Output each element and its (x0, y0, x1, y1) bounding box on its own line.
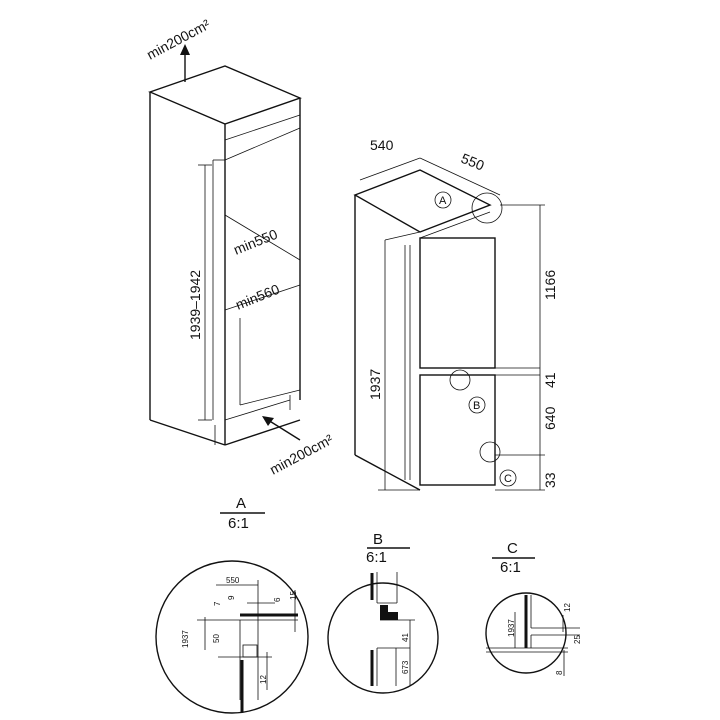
detail-a-dim-9: 9 (227, 595, 236, 600)
appliance-drawing (353, 157, 545, 491)
detail-b (327, 547, 439, 694)
detail-c-dim-1937: 1937 (507, 619, 516, 637)
cabinet-drawing (148, 44, 302, 446)
detail-a-dim-50: 50 (212, 634, 221, 643)
appliance-depth-label: 550 (459, 150, 487, 174)
detail-c (485, 557, 580, 676)
detail-c-label: C (507, 540, 518, 557)
marker-c: C (504, 473, 512, 485)
appliance-width-label: 540 (370, 137, 394, 153)
detail-a-dim-15: 15 (289, 591, 298, 600)
appliance-height-label: 1937 (367, 369, 383, 400)
marker-a: A (439, 195, 447, 207)
detail-a-dim-1937: 1937 (181, 630, 190, 648)
detail-c-dim-8: 8 (555, 670, 564, 675)
detail-c-dim-25: 25 (573, 635, 582, 644)
detail-a-scale: 6:1 (228, 515, 249, 532)
detail-a-dim-7: 7 (213, 601, 222, 606)
cabinet-width-label: min560 (233, 281, 282, 313)
detail-b-label: B (373, 531, 383, 548)
upper-height-label: 1166 (542, 270, 558, 300)
cabinet-depth-label: min550 (231, 226, 280, 258)
detail-a-dim-6: 6 (273, 597, 282, 602)
vent-bottom-label: min200cm² (267, 431, 336, 478)
vent-top-label: min200cm² (144, 16, 213, 63)
detail-b-scale: 6:1 (366, 549, 387, 566)
detail-c-dim-12: 12 (563, 603, 572, 612)
base-label: 33 (542, 472, 558, 488)
detail-b-dim-41: 41 (401, 633, 410, 642)
detail-c-scale: 6:1 (500, 559, 521, 576)
lower-height-label: 640 (542, 406, 558, 430)
gap-label: 41 (542, 372, 558, 388)
detail-a-dim-12: 12 (259, 675, 268, 684)
cabinet-height-label: 1939–1942 (187, 270, 203, 340)
detail-b-dim-673: 673 (401, 660, 410, 674)
detail-a-dim-550: 550 (226, 576, 240, 585)
marker-b: B (473, 400, 480, 412)
detail-a-label: A (236, 495, 246, 512)
detail-a (155, 512, 309, 714)
